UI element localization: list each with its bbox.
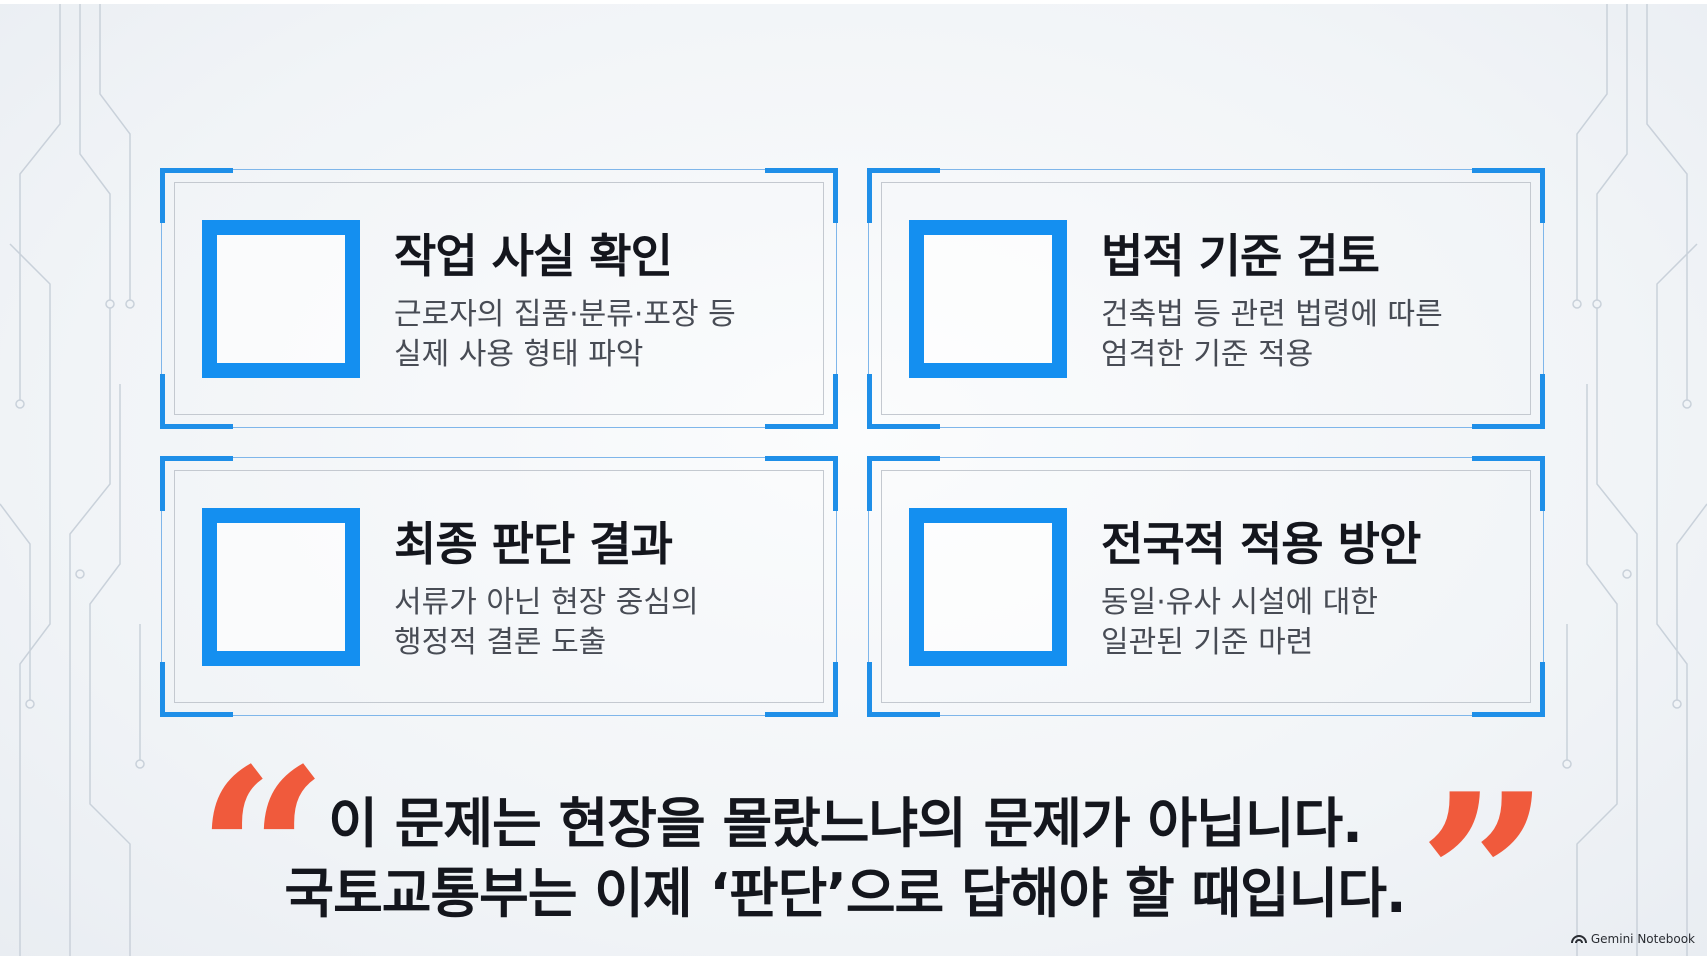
brand-watermark: Gemini Notebook [1570,932,1695,946]
card-description: 서류가 아닌 현장 중심의 행정적 결론 도출 [394,583,699,663]
card-final-decision: 최종 판단 결과 서류가 아닌 현장 중심의 행정적 결론 도출 [160,456,838,717]
card-corner-accent [765,456,838,511]
card-description-line: 행정적 결론 도출 [394,625,607,660]
card-inner-frame [174,182,824,415]
card-description-line: 근로자의 집품·분류·포장 등 [394,297,736,332]
square-icon [909,508,1067,666]
card-corner-accent [1472,662,1545,717]
card-corner-accent [867,168,940,223]
card-corner-accent [1472,456,1545,511]
card-inner-frame [174,470,824,703]
card-description-line: 실제 사용 형태 파악 [394,337,644,372]
card-corner-accent [160,456,233,511]
card-description: 근로자의 집품·분류·포장 등 실제 사용 형태 파악 [394,295,736,375]
square-icon [909,220,1067,378]
square-icon [202,220,360,378]
card-corner-accent [765,662,838,717]
close-quote-icon: ” [1418,744,1551,956]
card-title: 최종 판단 결과 [394,517,673,571]
square-icon [202,508,360,666]
card-description: 건축법 등 관련 법령에 따른 엄격한 기준 적용 [1101,295,1443,375]
open-quote-icon: “ [196,719,329,956]
card-corner-accent [160,374,233,429]
card-corner-accent [160,168,233,223]
gemini-notebook-logo-icon [1570,935,1587,944]
card-description-line: 엄격한 기준 적용 [1101,337,1314,372]
card-inner-frame [881,182,1531,415]
card-corner-accent [765,374,838,429]
card-legal-review: 법적 기준 검토 건축법 등 관련 법령에 따른 엄격한 기준 적용 [867,168,1545,429]
circuit-decoration-right [1562,4,1707,956]
quote-line-1: 이 문제는 현장을 몰랐느냐의 문제가 아닙니다. [328,792,1362,855]
card-description: 동일·유사 시설에 대한 일관된 기준 마련 [1101,583,1378,663]
brand-label: Gemini Notebook [1590,932,1695,946]
card-corner-accent [765,168,838,223]
card-nationwide-application: 전국적 적용 방안 동일·유사 시설에 대한 일관된 기준 마련 [867,456,1545,717]
card-description-line: 동일·유사 시설에 대한 [1101,585,1379,620]
card-description-line: 서류가 아닌 현장 중심의 [394,585,699,620]
slide: 작업 사실 확인 근로자의 집품·분류·포장 등 실제 사용 형태 파악 법적 … [0,4,1707,956]
circuit-decoration-left [0,4,145,956]
card-fact-check: 작업 사실 확인 근로자의 집품·분류·포장 등 실제 사용 형태 파악 [160,168,838,429]
card-corner-accent [867,662,940,717]
card-corner-accent [867,374,940,429]
quote-line-2: 국토교통부는 이제 ‘판단’으로 답해야 할 때입니다. [284,862,1406,925]
card-corner-accent [1472,374,1545,429]
card-description-line: 건축법 등 관련 법령에 따른 [1101,297,1443,332]
card-inner-frame [881,470,1531,703]
card-corner-accent [1472,168,1545,223]
card-title: 법적 기준 검토 [1101,229,1380,283]
card-corner-accent [160,662,233,717]
card-title: 작업 사실 확인 [394,229,673,283]
card-description-line: 일관된 기준 마련 [1101,625,1314,660]
card-corner-accent [867,456,940,511]
card-title: 전국적 적용 방안 [1101,517,1421,571]
